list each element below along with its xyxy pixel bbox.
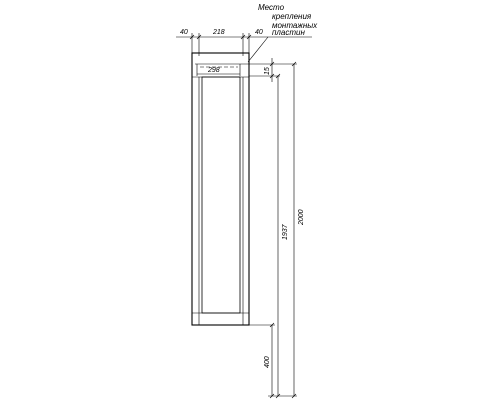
top-dim-tick-2 bbox=[196, 34, 202, 40]
body-height-label: 1937 bbox=[282, 223, 289, 240]
total-height-label: 2000 bbox=[298, 209, 305, 226]
cabinet bbox=[191, 52, 250, 326]
floor-clearance-label: 400 bbox=[264, 356, 271, 368]
note-line-1: Место bbox=[258, 3, 285, 12]
dim-400-tick-bottom bbox=[269, 393, 275, 399]
dim-15-tick-top bbox=[269, 61, 275, 67]
note-line-2: крепления bbox=[272, 12, 312, 21]
dim-2000-tick-bottom bbox=[291, 393, 297, 399]
dim-15-tick-bottom bbox=[269, 73, 275, 79]
note-line-3: монтажных bbox=[272, 21, 318, 30]
cabinet-outer-frame bbox=[191, 52, 250, 326]
top-dim-tick-4 bbox=[246, 34, 252, 40]
cabinet-inner-panel bbox=[201, 76, 241, 314]
note-leader: Место крепления монтажных пластин bbox=[247, 3, 318, 63]
mounting-plate: 298 bbox=[195, 63, 253, 76]
top-dimension-chain: 40 218 40 bbox=[176, 29, 312, 56]
top-dim-tick-1 bbox=[189, 34, 195, 40]
top-left-width-label: 40 bbox=[180, 29, 188, 36]
top-offset-label: 15 bbox=[264, 67, 271, 75]
mounting-plate-width-label: 298 bbox=[207, 67, 220, 74]
top-right-width-label: 40 bbox=[255, 29, 263, 36]
dim-400-tick-top bbox=[269, 322, 275, 328]
dim-2000-tick-top bbox=[291, 61, 297, 67]
dim-1937-tick-top bbox=[275, 73, 281, 79]
right-dimensions: 15 400 1937 2000 bbox=[249, 58, 305, 399]
top-middle-width-label: 218 bbox=[212, 29, 225, 36]
note-leader-line bbox=[247, 36, 269, 63]
top-dim-tick-3 bbox=[240, 34, 246, 40]
dim-1937-tick-bottom bbox=[275, 393, 281, 399]
note-line-4: пластин bbox=[272, 28, 305, 37]
